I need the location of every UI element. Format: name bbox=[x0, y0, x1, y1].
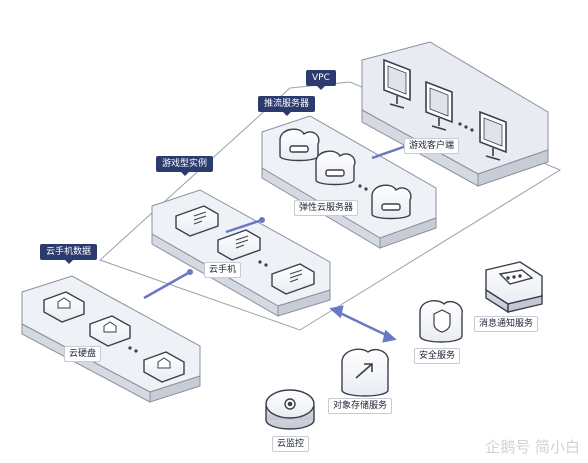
security-service-icon bbox=[419, 300, 463, 343]
cloud-phone-device-icon bbox=[175, 205, 219, 237]
message-notification-icon bbox=[485, 261, 543, 314]
bidirectional-arrow bbox=[329, 305, 397, 343]
cloud-monitor-label: 云监控 bbox=[272, 436, 310, 452]
vpc-region-outline bbox=[99, 81, 562, 331]
monitor-icon bbox=[383, 58, 411, 109]
object-storage-label: 对象存储服务 bbox=[328, 398, 393, 414]
ellipsis-dots bbox=[128, 346, 138, 353]
cloud-disk-icon bbox=[143, 351, 185, 383]
cloud-phone-device-icon bbox=[217, 229, 261, 261]
object-storage-icon bbox=[341, 348, 389, 397]
cloud-server-icon bbox=[279, 128, 320, 162]
vpc-tag: VPC bbox=[306, 70, 336, 90]
security-service-label: 安全服务 bbox=[414, 348, 461, 364]
cloud-phone-data-tag: 云手机数据 bbox=[40, 244, 98, 264]
monitor-icon bbox=[425, 80, 453, 131]
cloud-phone-label: 云手机 bbox=[204, 262, 242, 278]
message-notification-label: 消息通知服务 bbox=[474, 316, 539, 332]
game-client-label: 游戏客户端 bbox=[404, 138, 460, 154]
ellipsis-dots bbox=[358, 184, 368, 191]
streaming-server-tag: 推流服务器 bbox=[258, 96, 316, 116]
cloud-monitor-icon bbox=[265, 389, 315, 430]
monitor-icon bbox=[479, 110, 507, 161]
cloud-server-icon bbox=[371, 184, 412, 220]
cloud-disk-icon bbox=[43, 291, 85, 323]
cloud-disk-icon bbox=[89, 315, 131, 347]
watermark: 企鹅号 简小白 bbox=[485, 438, 580, 456]
elastic-cloud-server-label: 弹性云服务器 bbox=[294, 200, 359, 216]
cloud-server-icon bbox=[315, 150, 356, 186]
cloud-phone-device-icon bbox=[271, 263, 315, 295]
ellipsis-dots bbox=[458, 122, 474, 132]
ellipsis-dots bbox=[258, 260, 268, 267]
cloud-disk-label: 云硬盘 bbox=[64, 346, 102, 362]
game-instance-tag: 游戏型实例 bbox=[156, 156, 214, 176]
